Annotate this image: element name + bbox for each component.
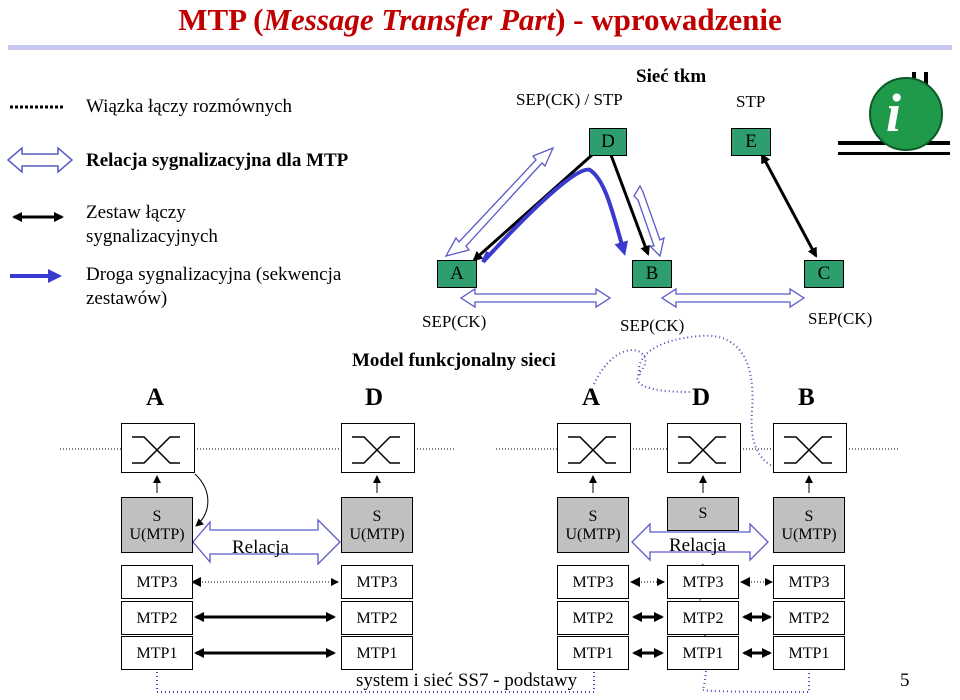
s-label: S xyxy=(152,508,162,525)
stack-b-mtp1: MTP1 xyxy=(773,636,845,670)
u-label: U(MTP) xyxy=(129,526,185,543)
u-label: U(MTP) xyxy=(565,526,621,543)
stack-d2-mtp1: MTP1 xyxy=(667,636,739,670)
node-d[interactable]: D xyxy=(589,128,627,156)
model-access-arrow xyxy=(194,473,209,527)
node-e-role: STP xyxy=(736,92,766,111)
model-up-arrows xyxy=(153,475,813,493)
legend-relation-label: Relacja sygnalizacyjna dla MTP xyxy=(86,150,349,171)
network-title: Sieć tkm xyxy=(636,66,707,87)
legend-linkset-label-2: sygnalizacyjnych xyxy=(86,226,218,247)
relation-label-left: Relacja xyxy=(232,537,289,558)
stack-d2-s: S xyxy=(667,497,739,531)
stack-d2-mtp2: MTP2 xyxy=(667,601,739,635)
stack-a2-mtp3: MTP3 xyxy=(557,565,629,599)
info-icon-glyph: i xyxy=(886,83,902,143)
stack-d1-mtp1: MTP1 xyxy=(341,636,413,670)
stack-d1-mtp3: MTP3 xyxy=(341,565,413,599)
stack-a1-mtp1: MTP1 xyxy=(121,636,193,670)
stack-a2-mtp2: MTP2 xyxy=(557,601,629,635)
legend-bundle-label: Wiązka łączy rozmównych xyxy=(86,96,293,117)
sep-label-c: SEP(CK) xyxy=(808,309,873,328)
s-label: S xyxy=(588,508,598,525)
network-relations xyxy=(444,146,806,309)
legend-route-label-1: Droga sygnalizacyjna (sekwencja xyxy=(86,264,342,285)
stack-a1-mtp2: MTP2 xyxy=(121,601,193,635)
stack-b-mtp2: MTP2 xyxy=(773,601,845,635)
model-header-d1: D xyxy=(365,384,384,411)
title-italic: Message Transfer Part xyxy=(263,2,556,37)
u-label: U(MTP) xyxy=(781,526,837,543)
network-links xyxy=(472,153,818,264)
s-label: S xyxy=(698,505,708,522)
legend-relation-symbol xyxy=(6,146,74,174)
node-d-role: SEP(CK) / STP xyxy=(516,90,623,109)
stack-a2-mtp1: MTP1 xyxy=(557,636,629,670)
model-header-b: B xyxy=(798,384,815,411)
u-label: U(MTP) xyxy=(349,526,405,543)
node-e[interactable]: E xyxy=(731,128,771,156)
model-header-a2: A xyxy=(582,384,601,411)
page-title: MTP (Message Transfer Part) - wprowadzen… xyxy=(0,2,960,38)
stack-b-mtp3: MTP3 xyxy=(773,565,845,599)
node-a[interactable]: A xyxy=(437,260,477,288)
info-icon xyxy=(838,72,950,155)
legend-route-label-2: zestawów) xyxy=(86,288,168,309)
sep-label-a: SEP(CK) xyxy=(422,312,487,331)
node-b[interactable]: B xyxy=(632,260,672,288)
legend-linkset-label-1: Zestaw łączy xyxy=(86,202,186,223)
model-header-a1: A xyxy=(146,384,165,411)
switch-b xyxy=(773,423,847,473)
stack-d2-mtp3: MTP3 xyxy=(667,565,739,599)
relation-label-right: Relacja xyxy=(669,535,726,556)
stack-a1-mtp3: MTP3 xyxy=(121,565,193,599)
title-prefix: MTP ( xyxy=(178,2,264,37)
title-rule xyxy=(8,45,952,50)
model-relation-arrows xyxy=(192,518,769,566)
footer-text: system i sieć SS7 - podstawy xyxy=(356,670,578,691)
node-c[interactable]: C xyxy=(804,260,844,288)
sep-label-b: SEP(CK) xyxy=(620,316,685,335)
title-suffix: ) - wprowadzenie xyxy=(555,2,782,37)
model-title: Model funkcjonalny sieci xyxy=(352,350,556,371)
switch-a1 xyxy=(121,423,195,473)
page-number: 5 xyxy=(900,670,910,691)
stack-d1-mtp2: MTP2 xyxy=(341,601,413,635)
s-label: S xyxy=(804,508,814,525)
s-label: S xyxy=(372,508,382,525)
model-header-d2: D xyxy=(692,384,711,411)
